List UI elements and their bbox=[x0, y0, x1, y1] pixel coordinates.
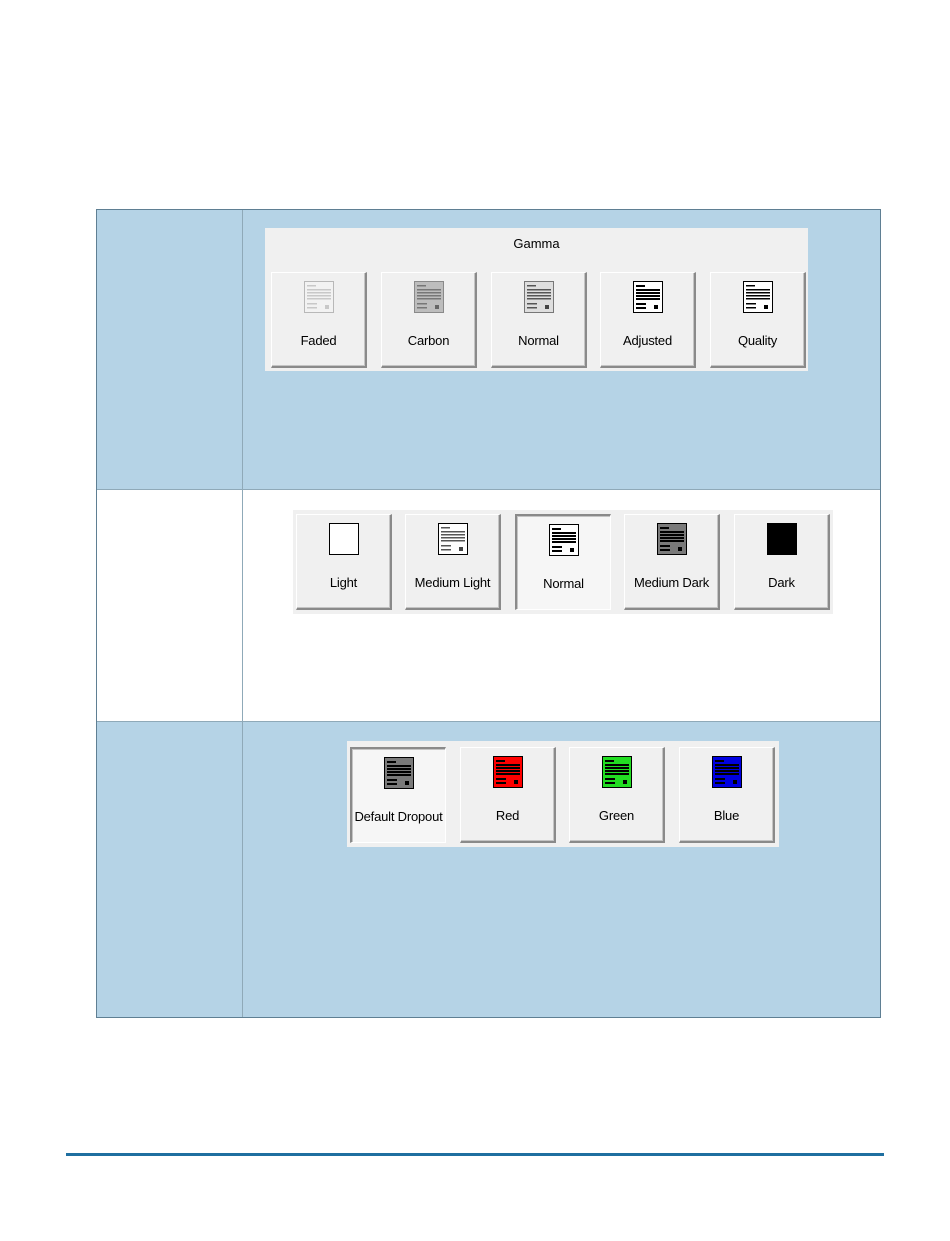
button-label: Light bbox=[297, 575, 390, 590]
dropout-panel: Default Dropout Red bbox=[347, 741, 779, 847]
document-gray-icon bbox=[384, 757, 414, 789]
footer-rule bbox=[66, 1153, 884, 1156]
dropout-green-button[interactable]: Green bbox=[569, 747, 665, 843]
gamma-normal-button[interactable]: Normal bbox=[491, 272, 587, 368]
button-label: Faded bbox=[272, 333, 365, 348]
settings-table: Gamma Faded bbox=[96, 209, 881, 1018]
brightness-medium-light-button[interactable]: Medium Light bbox=[405, 514, 501, 610]
brightness-row: Light Medium Light bbox=[97, 489, 880, 721]
brightness-dark-button[interactable]: Dark bbox=[734, 514, 830, 610]
document-adjusted-icon bbox=[633, 281, 663, 313]
dropout-row: Default Dropout Red bbox=[97, 721, 880, 1017]
document-red-icon bbox=[493, 756, 523, 788]
dropout-red-button[interactable]: Red bbox=[460, 747, 556, 843]
document-medium-dark-icon bbox=[657, 523, 687, 555]
button-label: Red bbox=[461, 808, 554, 823]
gamma-quality-button[interactable]: Quality bbox=[710, 272, 806, 368]
gamma-adjusted-button[interactable]: Adjusted bbox=[600, 272, 696, 368]
dropout-blue-button[interactable]: Blue bbox=[679, 747, 775, 843]
gamma-row: Gamma Faded bbox=[97, 210, 880, 489]
black-page-icon bbox=[767, 523, 797, 555]
button-label: Medium Light bbox=[406, 575, 499, 590]
document-normal-icon bbox=[549, 524, 579, 556]
gamma-panel: Gamma Faded bbox=[265, 228, 808, 371]
button-label: Blue bbox=[680, 808, 773, 823]
document-carbon-icon bbox=[414, 281, 444, 313]
dropout-label-cell bbox=[97, 722, 243, 1017]
document-faded-icon bbox=[304, 281, 334, 313]
button-label: Normal bbox=[492, 333, 585, 348]
document-blue-icon bbox=[712, 756, 742, 788]
brightness-label-cell bbox=[97, 490, 243, 721]
document-medium-light-icon bbox=[438, 523, 468, 555]
button-label: Green bbox=[570, 808, 663, 823]
button-label: Adjusted bbox=[601, 333, 694, 348]
document-normal-icon bbox=[524, 281, 554, 313]
button-label: Dark bbox=[735, 575, 828, 590]
brightness-panel: Light Medium Light bbox=[293, 510, 833, 614]
blank-page-icon bbox=[329, 523, 359, 555]
document-green-icon bbox=[602, 756, 632, 788]
brightness-medium-dark-button[interactable]: Medium Dark bbox=[624, 514, 720, 610]
gamma-carbon-button[interactable]: Carbon bbox=[381, 272, 477, 368]
gamma-label-cell bbox=[97, 210, 243, 489]
button-label: Medium Dark bbox=[625, 575, 718, 590]
button-label: Default Dropout bbox=[352, 809, 445, 824]
button-label: Quality bbox=[711, 333, 804, 348]
dropout-default-button[interactable]: Default Dropout bbox=[350, 747, 446, 843]
gamma-title: Gamma bbox=[265, 236, 808, 251]
brightness-light-button[interactable]: Light bbox=[296, 514, 392, 610]
document-quality-icon bbox=[743, 281, 773, 313]
button-label: Carbon bbox=[382, 333, 475, 348]
brightness-normal-button[interactable]: Normal bbox=[515, 514, 611, 610]
button-label: Normal bbox=[517, 576, 610, 591]
gamma-faded-button[interactable]: Faded bbox=[271, 272, 367, 368]
